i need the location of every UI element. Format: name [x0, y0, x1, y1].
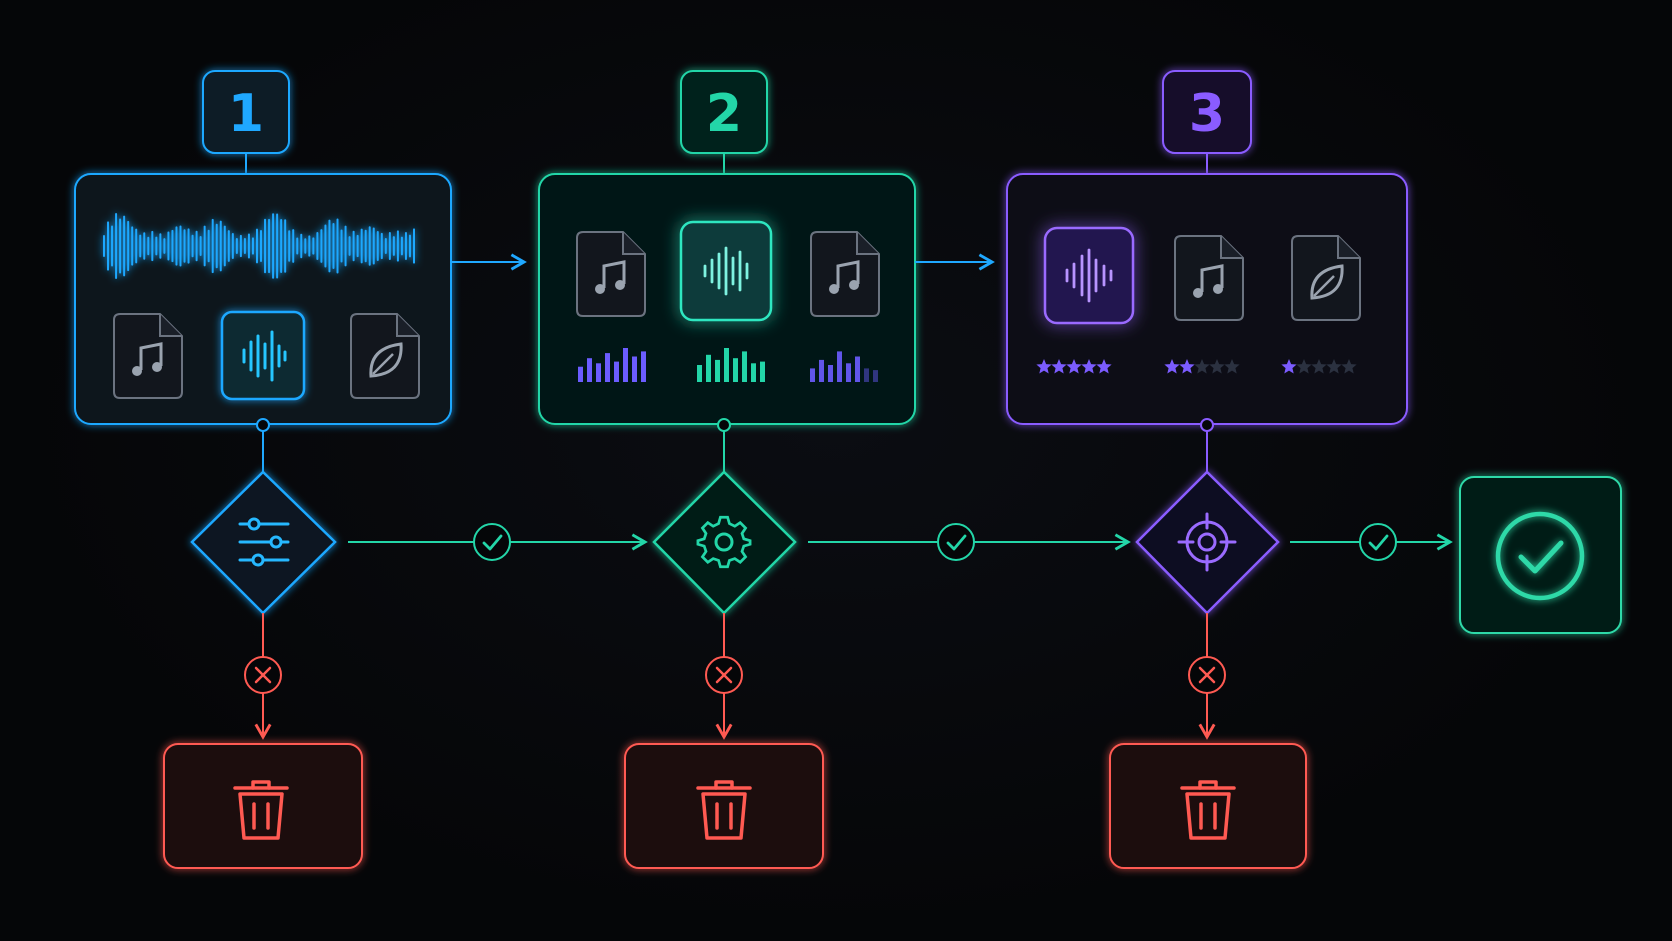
stage-3-decision [1135, 470, 1280, 615]
check-circle-icon [1368, 534, 1389, 551]
music-file-icon [1174, 235, 1244, 321]
stage-3-discard-bin [1109, 743, 1307, 869]
level-bar [596, 363, 601, 382]
stage-2-decision [652, 470, 797, 615]
star-empty [1341, 359, 1357, 374]
star-empty [1194, 359, 1210, 374]
star-empty [1209, 359, 1225, 374]
level-bar [605, 353, 610, 382]
audio-wave-icon [220, 310, 306, 401]
star-empty [1311, 359, 1327, 374]
leaf-file-icon [350, 313, 420, 399]
sliders-icon [238, 517, 290, 567]
check-circle-icon [946, 534, 967, 551]
star-filled [1096, 359, 1112, 374]
star-filled [1051, 359, 1067, 374]
level-bar [819, 359, 824, 382]
level-bar [697, 365, 702, 382]
stage-2-reject-marker [705, 656, 743, 694]
level-bar [760, 361, 765, 382]
level-bar [632, 356, 637, 382]
level-bar [751, 363, 756, 382]
star-filled [1179, 359, 1195, 374]
star-filled [1281, 359, 1297, 374]
stage-1-pass-marker [473, 523, 511, 561]
trash-icon [1180, 780, 1236, 840]
level-bar [587, 358, 592, 382]
x-circle-icon [715, 666, 733, 684]
level-meters [578, 348, 878, 382]
level-bar [846, 363, 851, 382]
stage-1-number: 1 [228, 84, 264, 144]
stage-3-number-badge: 3 [1162, 70, 1252, 154]
stage-1-panel [74, 173, 452, 425]
stage-3-pass-marker [1359, 523, 1397, 561]
stage-3: 3 [1006, 70, 1408, 869]
level-bar [864, 368, 869, 382]
stage-2: 2 [538, 70, 995, 869]
stage-2-discard-bin [624, 743, 824, 869]
star-filled [1164, 359, 1180, 374]
music-file-icon [576, 231, 646, 317]
level-bar [706, 354, 711, 382]
stage-1-decision [190, 470, 337, 615]
x-circle-icon [254, 666, 272, 684]
x-circle-icon [1198, 666, 1216, 684]
crosshair-icon [1177, 512, 1237, 572]
level-bar [810, 368, 815, 382]
check-circle-icon [1495, 511, 1585, 601]
music-file-icon [810, 231, 880, 317]
stage-2-pass-marker [937, 523, 975, 561]
level-bar [742, 351, 747, 382]
stage-3-reject-marker [1188, 656, 1226, 694]
stage-3-panel [1006, 173, 1408, 425]
stage-2-panel [538, 173, 916, 425]
level-bar [614, 361, 619, 382]
rating-stars [1036, 359, 1357, 374]
audio-wave-icon [679, 220, 773, 322]
star-empty [1224, 359, 1240, 374]
stage-1: 1 [74, 70, 527, 869]
star-filled [1066, 359, 1082, 374]
star-filled [1036, 359, 1052, 374]
star-filled [1081, 359, 1097, 374]
level-bar [837, 351, 842, 382]
check-circle-icon [482, 534, 503, 551]
audio-wave-icon [1043, 226, 1135, 325]
level-bar [873, 370, 878, 382]
stage-1-number-badge: 1 [202, 70, 290, 154]
star-empty [1326, 359, 1342, 374]
stage-1-discard-bin [163, 743, 363, 869]
stage-3-number: 3 [1189, 84, 1225, 144]
waveform-strip [103, 212, 415, 280]
leaf-file-icon [1291, 235, 1361, 321]
level-bar [724, 348, 729, 382]
stage-2-number-badge: 2 [680, 70, 768, 154]
level-bar [855, 356, 860, 382]
gear-icon [696, 515, 752, 569]
level-bar [578, 366, 583, 382]
trash-icon [696, 780, 752, 840]
stage-2-number: 2 [706, 84, 742, 144]
music-file-icon [113, 313, 183, 399]
trash-icon [233, 780, 289, 840]
level-bar [623, 348, 628, 382]
star-empty [1296, 359, 1312, 374]
final-accept-box [1459, 476, 1622, 634]
level-bar [715, 359, 720, 382]
level-bar [733, 358, 738, 382]
level-bar [641, 351, 646, 382]
level-bar [828, 365, 833, 382]
stage-1-reject-marker [244, 656, 282, 694]
